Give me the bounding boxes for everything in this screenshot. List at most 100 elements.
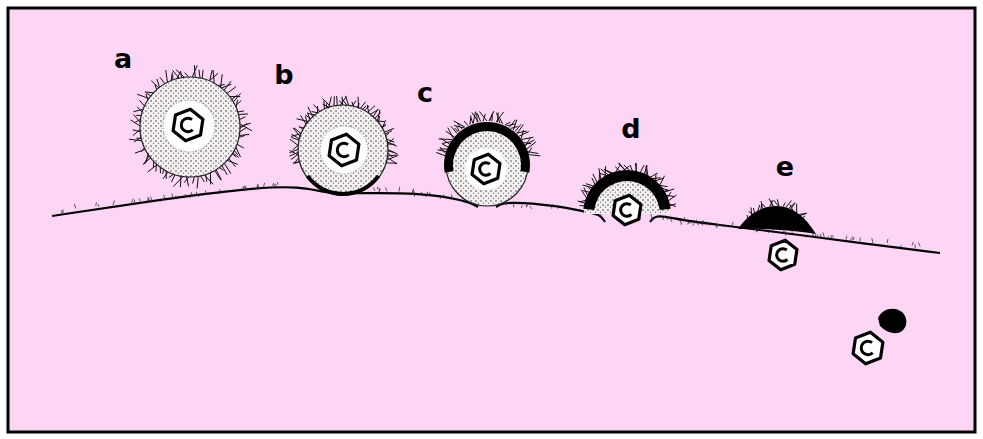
fuzz (551, 204, 552, 208)
spike (800, 213, 807, 215)
fuzz (827, 236, 829, 240)
capsid (173, 109, 203, 141)
fuzz (257, 184, 258, 188)
fuzz (451, 194, 452, 199)
spike (522, 137, 534, 139)
spike (747, 215, 749, 220)
fuzz (177, 196, 178, 199)
spike (442, 142, 451, 144)
spike (499, 117, 502, 124)
nucleic-core (337, 143, 348, 156)
capsid-outline (853, 332, 883, 364)
fuzz (245, 186, 247, 190)
fuzz (412, 189, 414, 194)
spike (469, 115, 471, 124)
spike (436, 152, 445, 156)
spike (669, 204, 676, 206)
fuzz (918, 242, 920, 246)
capsid (472, 154, 500, 184)
fuzz (784, 231, 786, 236)
fuzz (429, 192, 431, 195)
fuzz (702, 221, 703, 225)
spike (763, 204, 766, 208)
fuzz (61, 210, 63, 213)
spike (204, 174, 214, 184)
fuzz (663, 216, 665, 220)
spike (297, 119, 310, 122)
spike (446, 131, 454, 137)
capsid (853, 332, 883, 364)
fuzz (859, 238, 860, 242)
fuzz (195, 192, 197, 196)
envelope-patch (738, 206, 816, 234)
fuzz (205, 190, 206, 195)
spike (802, 216, 805, 219)
fuzz (696, 220, 697, 223)
virion-entered (738, 199, 816, 270)
virion-free (129, 65, 252, 188)
fuzz (521, 205, 523, 208)
spike (308, 107, 313, 118)
fuzz (197, 194, 199, 197)
spike (471, 118, 473, 124)
spike (660, 176, 665, 186)
fuzz (274, 183, 275, 187)
capsid-outline (613, 195, 641, 225)
spike (226, 160, 237, 165)
fuzz (670, 218, 672, 222)
virion-entering (578, 163, 677, 225)
fuzz (243, 187, 245, 192)
fuzz (530, 206, 532, 209)
fuzz (806, 235, 808, 238)
fuzz (513, 203, 515, 208)
spike (519, 131, 529, 136)
fuzz (557, 207, 559, 209)
fuzz (263, 183, 264, 187)
spike (224, 162, 231, 173)
fuzz (853, 237, 854, 239)
capsid-outline (472, 154, 500, 184)
spike (749, 212, 754, 215)
fuzz (851, 238, 852, 242)
fuzz (172, 194, 173, 198)
spike (239, 123, 251, 127)
capsid-released (853, 309, 906, 364)
fuzz (427, 192, 428, 195)
spike (385, 162, 397, 163)
fuzz (817, 235, 818, 238)
fuzz (147, 200, 148, 204)
spike (592, 178, 595, 185)
spike (618, 163, 625, 171)
spike (505, 122, 510, 125)
frame (8, 8, 975, 432)
fuzz (374, 187, 375, 190)
spike (439, 138, 452, 140)
fuzz (161, 199, 163, 202)
fuzz (244, 186, 246, 189)
fuzz (526, 204, 527, 207)
capsid-outline (769, 240, 797, 270)
fuzz (377, 187, 378, 189)
spike (769, 199, 773, 207)
inner-space (320, 126, 368, 174)
fuzz (379, 188, 380, 192)
spike (192, 65, 197, 78)
fuzz (683, 217, 685, 221)
fuzz (900, 245, 902, 247)
spike (490, 113, 493, 121)
fuzz (526, 204, 528, 207)
fuzz (164, 195, 166, 199)
fuzz (680, 220, 681, 223)
nucleic-core (181, 118, 192, 131)
fuzz (190, 196, 192, 198)
fuzz (768, 230, 770, 233)
spike (173, 176, 183, 187)
fuzz (691, 221, 692, 223)
spike (668, 195, 677, 201)
fuzz (815, 234, 816, 237)
spike (796, 204, 797, 213)
nucleic-core (777, 249, 788, 262)
spike (513, 120, 517, 130)
